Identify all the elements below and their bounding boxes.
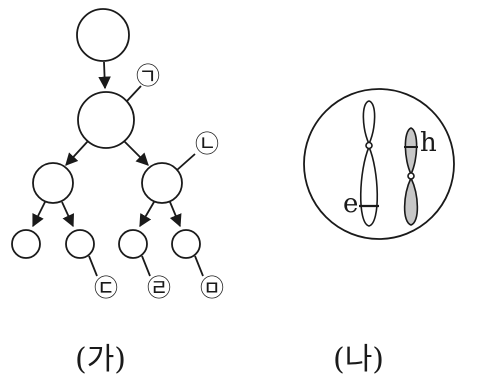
leader-line (141, 255, 151, 277)
cell-generation-3-left (32, 162, 74, 204)
label-giyeok: ㉠ (136, 62, 160, 90)
leader-line (176, 153, 196, 171)
cell-generation-2 (77, 91, 135, 149)
allele-label-h: h (420, 128, 437, 158)
label-rieul: ㉣ (147, 274, 171, 302)
cell-generation-1 (76, 8, 130, 62)
cell-generation-3-right (141, 162, 183, 204)
cell-division-tree (11, 8, 204, 277)
cell-outline (303, 88, 455, 240)
leader-line (126, 85, 142, 102)
caption-ga: (가) (75, 342, 127, 377)
label-mieum: ㉤ (200, 274, 224, 302)
division-arrow (61, 201, 75, 228)
label-nieun: ㉡ (195, 130, 219, 158)
cell-generation-4-b (65, 229, 95, 259)
division-arrow (98, 61, 111, 90)
division-arrow (169, 201, 182, 228)
cell-with-chromosomes: e h (303, 88, 455, 240)
chromosome-white (359, 100, 379, 227)
division-arrow (139, 201, 155, 228)
cell-generation-4-d (171, 229, 201, 259)
allele-label-e: e (343, 189, 358, 219)
chromosome-grey (403, 127, 419, 226)
leader-line (194, 255, 204, 277)
tree-labels: ㉠ ㉡ ㉢ ㉣ ㉤ (94, 62, 224, 302)
label-digeut: ㉢ (94, 274, 118, 302)
leader-line (88, 255, 98, 277)
division-arrow (123, 140, 149, 166)
cell-generation-4-a (11, 229, 41, 259)
caption-na: (나) (333, 342, 385, 377)
cell-generation-4-c (118, 229, 148, 259)
division-arrow (65, 140, 89, 166)
division-arrow (32, 201, 46, 228)
